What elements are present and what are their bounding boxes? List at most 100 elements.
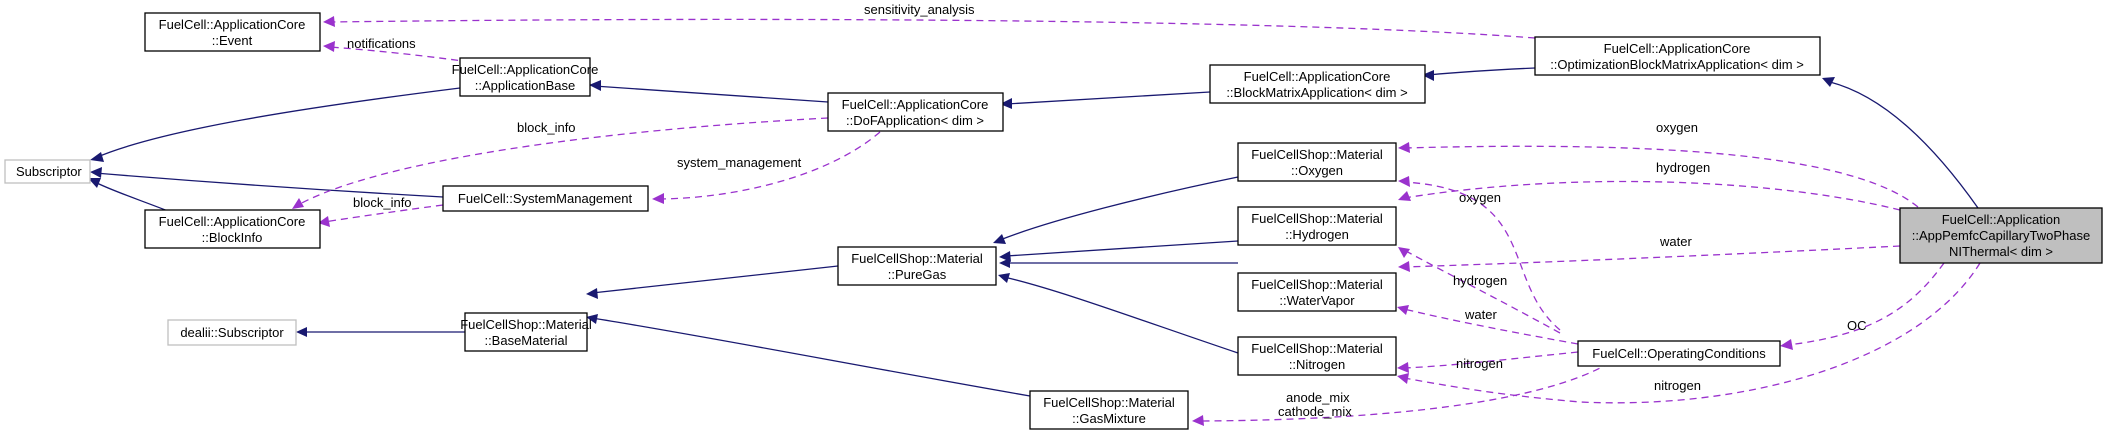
arrowhead-watervapor-to-puregas <box>999 258 1010 268</box>
node-base-material-line-1: FuelCellShop::Material <box>460 317 592 332</box>
edge-label-hydrogen-oc: hydrogen <box>1453 273 1507 288</box>
node-main-line-3: NIThermal< dim > <box>1949 244 2053 259</box>
edge-dofapp-to-appbase <box>593 85 829 103</box>
edge-blockinfo-to-subscriptor <box>94 181 169 212</box>
arrowhead-puregas-to-basematerial <box>586 288 598 299</box>
node-pure-gas-line-1: FuelCellShop::Material <box>851 251 983 266</box>
edge-blockmatrix-to-dofapp <box>1005 91 1211 105</box>
arrowhead-oc-main <box>1780 339 1793 350</box>
edge-oxygen-to-puregas <box>999 176 1239 241</box>
arrowhead-oxygen-oc <box>1398 176 1410 187</box>
edge-label-water-oc: water <box>1464 307 1497 322</box>
node-block-matrix-application[interactable]: FuelCell::ApplicationCore ::BlockMatrixA… <box>1209 64 1426 104</box>
edge-hydrogen-oc <box>1403 249 1561 334</box>
arrowhead-block-info-sysmgmt <box>318 216 330 227</box>
arrowhead-hydrogen-oc <box>1398 247 1410 258</box>
edge-notifications <box>329 46 471 63</box>
node-base-material-line-2: ::BaseMaterial <box>484 333 567 348</box>
node-app-pemfc-capillary-two-phase-nithermal[interactable]: FuelCell::Application ::AppPemfcCapillar… <box>1899 207 2103 264</box>
node-dof-application-line-1: FuelCell::ApplicationCore <box>842 97 989 112</box>
edge-labels: sensitivity_analysis notifications block… <box>347 2 1867 419</box>
node-dof-application[interactable]: FuelCell::ApplicationCore ::DoFApplicati… <box>827 92 1004 132</box>
arrowhead-notifications <box>323 41 335 52</box>
node-event-line-2: ::Event <box>212 33 253 48</box>
arrowhead-system-management <box>652 193 664 204</box>
node-subscriptor-line-1: Subscriptor <box>16 164 82 179</box>
node-dealii-subscriptor[interactable]: dealii::Subscriptor <box>167 319 297 346</box>
edge-appbase-to-subscriptor <box>94 87 461 159</box>
edge-gasmixture-to-basematerial <box>591 317 1031 397</box>
arrowhead-appbase-to-subscriptor <box>90 152 104 162</box>
edge-label-nitrogen-main: nitrogen <box>1654 378 1701 393</box>
node-hydrogen[interactable]: FuelCellShop::Material ::Hydrogen <box>1237 206 1397 246</box>
edge-hydrogen-main <box>1403 180 1901 211</box>
node-pure-gas[interactable]: FuelCellShop::Material ::PureGas <box>837 246 997 286</box>
node-gas-mixture-line-1: FuelCellShop::Material <box>1043 395 1175 410</box>
edge-mixtures-oc <box>1199 355 1621 422</box>
arrowhead-hydrogen-main <box>1398 191 1411 201</box>
inheritance-edges <box>88 67 1979 397</box>
node-optimization-block-matrix-application-line-2: ::OptimizationBlockMatrixApplication< di… <box>1550 57 1804 72</box>
edge-label-oxygen-oc: oxygen <box>1459 190 1501 205</box>
edge-label-block-info-dofapp: block_info <box>517 120 576 135</box>
node-event-line-1: FuelCell::ApplicationCore <box>159 17 306 32</box>
edge-water-main <box>1403 245 1901 268</box>
node-block-matrix-application-line-2: ::BlockMatrixApplication< dim > <box>1226 85 1407 100</box>
arrowhead-sysmgmt-to-subscriptor <box>90 167 102 178</box>
edge-system-management <box>659 131 881 200</box>
edge-label-cathode-mix: cathode_mix <box>1278 404 1352 419</box>
edge-puregas-to-basematerial <box>591 265 839 294</box>
usage-edges <box>292 16 1981 426</box>
edge-sensitivity-analysis <box>329 18 1536 39</box>
edge-label-oxygen-main: oxygen <box>1656 120 1698 135</box>
arrowhead-main-to-optblock <box>1822 77 1835 87</box>
node-application-base[interactable]: FuelCell::ApplicationCore ::ApplicationB… <box>452 57 599 97</box>
node-optimization-block-matrix-application[interactable]: FuelCell::ApplicationCore ::Optimization… <box>1534 36 1821 76</box>
node-dealii-subscriptor-line-1: dealii::Subscriptor <box>180 325 284 340</box>
arrowhead-nitrogen-main <box>1397 373 1409 384</box>
edge-oxygen-oc <box>1403 181 1561 331</box>
arrowhead-water-oc <box>1397 305 1409 315</box>
node-nitrogen-line-2: ::Nitrogen <box>1289 357 1345 372</box>
arrowhead-blockmatrix-to-dofapp <box>1000 98 1012 109</box>
node-gas-mixture[interactable]: FuelCellShop::Material ::GasMixture <box>1029 390 1189 430</box>
arrowhead-sensitivity-analysis <box>323 16 335 27</box>
node-system-management-line-1: FuelCell::SystemManagement <box>458 191 633 206</box>
arrowhead-oxygen-to-puregas <box>993 234 1006 244</box>
node-main-line-2: ::AppPemfcCapillaryTwoPhase <box>1912 228 2090 243</box>
node-block-matrix-application-line-1: FuelCell::ApplicationCore <box>1244 69 1391 84</box>
node-block-info[interactable]: FuelCell::ApplicationCore ::BlockInfo <box>144 209 321 249</box>
edge-nitrogen-oc <box>1403 351 1579 369</box>
edge-water-oc <box>1403 308 1579 345</box>
edge-label-nitrogen-oc: nitrogen <box>1456 356 1503 371</box>
node-system-management[interactable]: FuelCell::SystemManagement <box>442 185 649 212</box>
node-oxygen[interactable]: FuelCellShop::Material ::Oxygen <box>1237 142 1397 182</box>
node-block-info-line-1: FuelCell::ApplicationCore <box>159 214 306 229</box>
node-nitrogen[interactable]: FuelCellShop::Material ::Nitrogen <box>1237 336 1397 376</box>
edge-label-block-info-sysmgmt: block_info <box>353 195 412 210</box>
node-water-vapor[interactable]: FuelCellShop::Material ::WaterVapor <box>1237 272 1397 312</box>
edge-label-sensitivity-analysis: sensitivity_analysis <box>864 2 975 17</box>
node-optimization-block-matrix-application-line-1: FuelCell::ApplicationCore <box>1604 41 1751 56</box>
edge-nitrogen-to-puregas <box>1003 276 1239 354</box>
node-dof-application-line-2: ::DoFApplication< dim > <box>846 113 984 128</box>
arrowhead-nitrogen-oc <box>1397 362 1409 373</box>
edge-nitrogen-main <box>1403 262 1981 404</box>
arrowhead-gasmixture-to-basematerial <box>586 314 598 324</box>
node-event[interactable]: FuelCell::ApplicationCore ::Event <box>144 12 321 52</box>
edge-oxygen-main <box>1403 145 1919 208</box>
arrowhead-blockinfo-to-subscriptor <box>88 178 101 188</box>
node-pure-gas-line-2: ::PureGas <box>888 267 947 282</box>
edge-label-system-management: system_management <box>677 155 802 170</box>
node-water-vapor-line-2: ::WaterVapor <box>1279 293 1355 308</box>
edge-label-anode-mix: anode_mix <box>1286 390 1350 405</box>
node-subscriptor[interactable]: Subscriptor <box>4 159 91 184</box>
node-operating-conditions[interactable]: FuelCell::OperatingConditions <box>1577 340 1781 367</box>
node-block-info-line-2: ::BlockInfo <box>202 230 263 245</box>
arrowhead-optblock-to-blockmatrix <box>1422 70 1434 81</box>
edge-block-info-sysmgmt <box>323 204 444 223</box>
node-base-material[interactable]: FuelCellShop::Material ::BaseMaterial <box>460 312 592 352</box>
node-oxygen-line-1: FuelCellShop::Material <box>1251 147 1383 162</box>
node-oxygen-line-2: ::Oxygen <box>1291 163 1343 178</box>
arrowhead-mixtures-oc <box>1192 415 1204 426</box>
